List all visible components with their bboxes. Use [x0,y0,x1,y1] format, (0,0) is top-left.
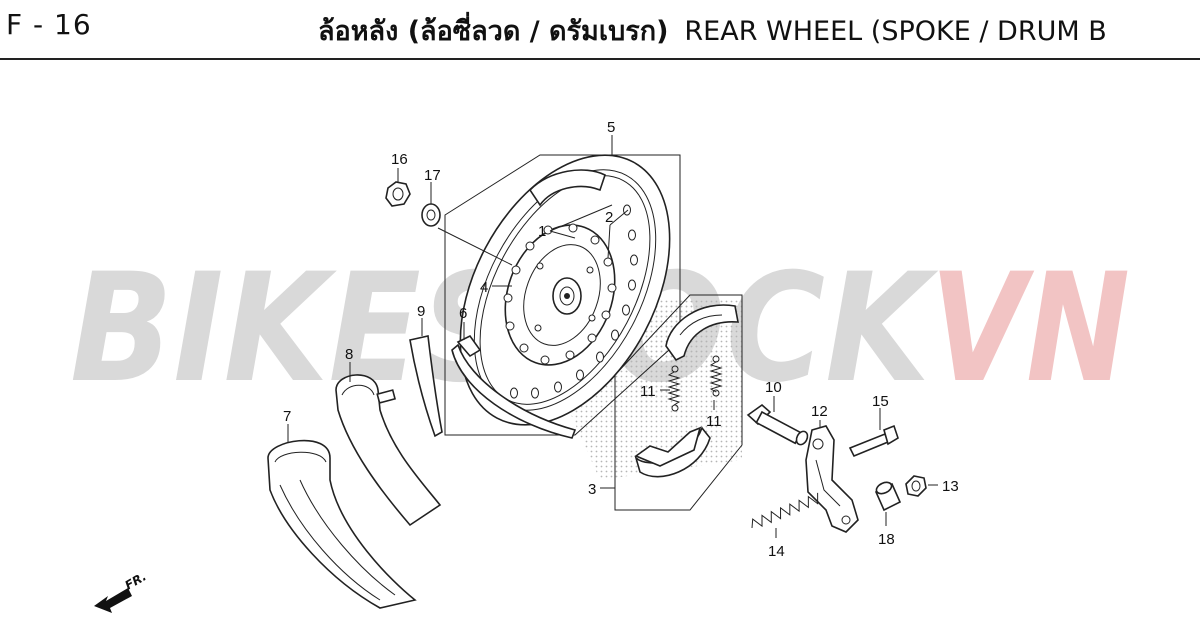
callout-10: 10 [765,379,782,396]
brake-spring-right [709,355,723,397]
page-header: F - 16 ล้อหลัง (ล้อซี่ลวด / ดรัมเบรก) REA… [0,0,1200,60]
brake-cam [746,403,809,446]
callout-15: 15 [872,393,889,410]
brake-arm-bolt [848,424,899,458]
callout-labels: 5 1 2 4 6 9 8 7 3 11 11 10 12 15 13 14 1… [283,119,959,560]
callout-18: 18 [878,531,895,548]
brake-spring-left [667,365,681,412]
callout-4: 4 [480,279,488,296]
callout-6: 6 [459,305,467,322]
watermark-text-red: VN [930,242,1130,416]
callout-12: 12 [811,403,828,420]
parts-diagram: BIKESTOCK VN [0,60,1200,624]
callout-3: 3 [588,481,596,498]
front-arrow-label: FR. [123,569,149,592]
front-direction-indicator: FR. [94,569,149,613]
callout-1: 1 [538,223,546,240]
front-arrow-icon [94,588,132,613]
rim-strip [409,335,443,438]
tire [267,439,417,609]
brake-arm [805,425,859,533]
page-code: F - 16 [6,8,92,41]
inner-tube [335,374,442,527]
callout-8: 8 [345,346,353,363]
collar [421,203,441,227]
callout-7: 7 [283,408,291,425]
callout-5: 5 [607,119,615,136]
rear-hub [503,223,617,366]
leader-lines [287,135,938,538]
brake-rod-spring [751,492,819,529]
axle-nut [385,181,411,207]
callout-2: 2 [605,209,613,226]
rim-band-top [528,169,606,207]
joint-collar [874,481,902,512]
brake-shoe-box [614,294,743,511]
callout-13: 13 [942,478,959,495]
rim-band [451,343,577,439]
rim-band-end [456,334,482,358]
page-title: ล้อหลัง (ล้อซี่ลวด / ดรัมเบรก) REAR WHEEL… [318,9,1107,52]
parts-diagram-svg: BIKESTOCK VN [70,119,1130,613]
callout-16: 16 [391,151,408,168]
brake-shoe-lower [634,426,711,478]
title-thai: ล้อหลัง (ล้อซี่ลวด / ดรัมเบรก) [318,16,669,47]
callout-11-right: 11 [706,413,722,430]
callout-9: 9 [417,303,425,320]
callout-17: 17 [424,167,441,184]
title-english: REAR WHEEL (SPOKE / DRUM B [684,16,1107,47]
callout-14: 14 [768,543,785,560]
brake-shoe-upper [665,304,739,362]
callout-11-left: 11 [640,383,656,400]
brake-arm-nut [905,475,927,497]
